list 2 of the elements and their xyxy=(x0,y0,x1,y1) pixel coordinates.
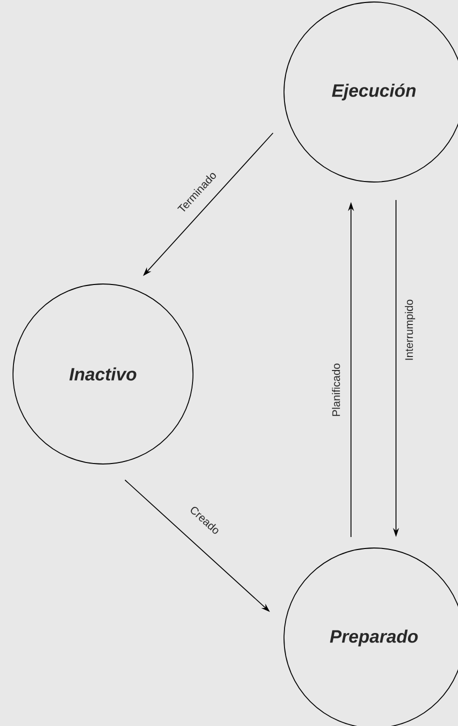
edge-label: Planificado xyxy=(332,364,340,416)
edge-label: Interrumpido xyxy=(404,300,416,360)
